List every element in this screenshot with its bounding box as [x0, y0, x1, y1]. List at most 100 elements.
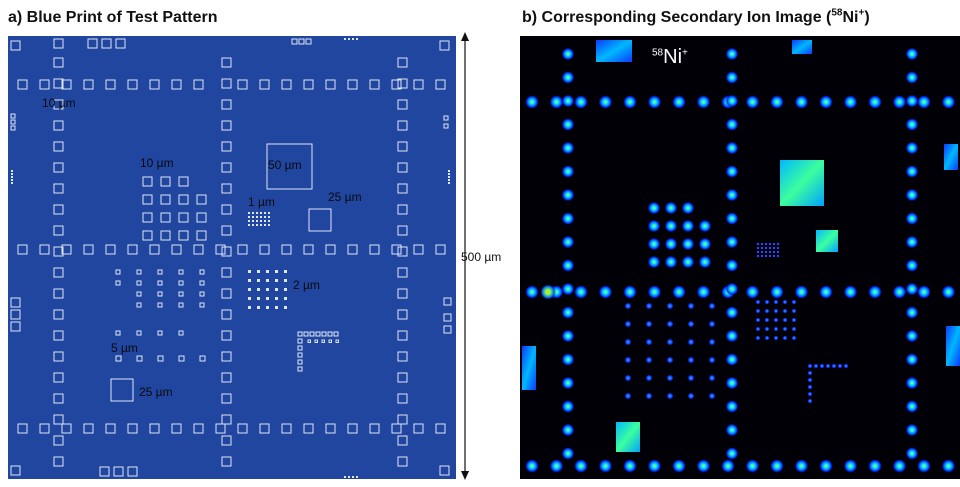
marker-column-square: [397, 225, 408, 236]
marker-column-square: [53, 183, 64, 194]
ion-fine-spot: [666, 374, 674, 382]
marker-row-square: [281, 423, 292, 434]
ion-edge-patch: [944, 144, 958, 170]
ion-fine-spot: [687, 392, 695, 400]
dot-1um: [268, 220, 270, 222]
ion-column-spot: [561, 71, 575, 84]
marker-column-square: [53, 456, 64, 467]
top-tiny-square: [298, 38, 305, 45]
marker-column-square: [221, 456, 232, 467]
marker-row-square: [391, 423, 402, 434]
marker-row-square: [39, 244, 50, 255]
ion-column-spot: [905, 400, 919, 413]
ion-fine-spot: [645, 302, 653, 310]
ion-row-spot: [794, 459, 809, 473]
ion-column-spot: [725, 94, 739, 108]
pattern-square: [439, 40, 450, 51]
panel-b-title-element: Ni: [842, 9, 859, 26]
ion-l-spot: [825, 363, 831, 369]
ion-2um-spot: [755, 326, 761, 332]
pattern-dot: [448, 170, 450, 172]
ion-fine-spot: [687, 374, 695, 382]
pattern-dot: [11, 170, 13, 172]
ion-2um-spot: [791, 317, 797, 323]
ion-1um-spot: [772, 246, 776, 250]
marker-row-square: [193, 79, 204, 90]
pattern-dot: [448, 182, 450, 184]
ion-column-spot: [561, 282, 575, 296]
marker-column-square: [397, 456, 408, 467]
ion-column-spot: [561, 353, 575, 366]
ion-row-spot: [843, 459, 858, 473]
ion-column-spot: [561, 423, 575, 437]
array-10um-square: [160, 176, 171, 187]
ion-row-spot: [941, 459, 956, 473]
marker-column-square: [397, 351, 408, 362]
ion-row-spot: [745, 459, 760, 473]
marker-column-square: [397, 78, 408, 89]
marker-column-square: [53, 267, 64, 278]
ion-row-spot: [574, 459, 588, 473]
array-10um-square: [142, 194, 153, 205]
edge-marker: [10, 297, 21, 308]
marker-column-square: [53, 288, 64, 299]
ion-column-spot: [561, 376, 575, 390]
ion-l-spot: [813, 363, 819, 369]
array-5um-square: [157, 291, 163, 297]
marker-row-square: [17, 423, 28, 434]
marker-column-square: [221, 141, 232, 152]
ion-row-spot: [819, 459, 833, 473]
dot-1um: [248, 216, 250, 218]
array-10um-square: [196, 212, 207, 223]
label-25um-right: 25 µm: [328, 190, 362, 204]
ion-row-spot: [794, 285, 809, 299]
marker-column-square: [53, 393, 64, 404]
dot-1um: [260, 220, 262, 222]
ion-top-small-patch: [792, 40, 812, 54]
marker-column-square: [221, 225, 232, 236]
ion-row-spot: [868, 285, 882, 299]
ion-2um-spot: [782, 317, 788, 323]
top-group-square: [115, 38, 126, 49]
pattern-dot: [344, 476, 346, 478]
dot-2um: [284, 297, 287, 300]
ion-array-spot: [698, 219, 712, 233]
ion-column-spot: [725, 306, 739, 319]
ion-row-spot: [647, 285, 662, 299]
dot-2um: [257, 279, 260, 282]
ion-l-spot: [807, 384, 813, 390]
marker-column-square: [53, 141, 64, 152]
marker-row-square: [303, 244, 314, 255]
marker-row-square: [281, 79, 292, 90]
ion-2um-spot: [755, 335, 761, 341]
ion-row-spot: [623, 95, 637, 109]
ion-fine-spot: [708, 302, 716, 310]
marker-column-square: [397, 204, 408, 215]
dot-1um: [256, 212, 258, 214]
dot-2um: [275, 270, 278, 273]
l-feature-square: [297, 366, 303, 372]
top-tiny-square: [291, 38, 298, 45]
array-5um-square: [199, 269, 205, 275]
ion-2um-spot: [791, 335, 797, 341]
ion-column-spot: [561, 259, 575, 272]
ion-1um-spot: [776, 254, 780, 258]
marker-column-square: [53, 78, 64, 89]
ion-1um-spot: [772, 242, 776, 246]
dot-2um: [248, 306, 251, 309]
ion-row-spot: [917, 459, 931, 473]
label-25um-bottom: 25 µm: [139, 385, 173, 399]
dot-2um: [266, 297, 269, 300]
ion-1um-spot: [756, 250, 760, 254]
ion-1um-spot: [764, 254, 768, 258]
ion-l-spot: [837, 363, 843, 369]
ion-array-spot: [664, 255, 678, 269]
ion-column-spot: [561, 329, 575, 343]
marker-row-square: [83, 423, 94, 434]
ion-column-spot: [561, 235, 575, 249]
ion-row-spot: [941, 95, 956, 109]
ion-fine-spot: [624, 392, 632, 400]
l-feature-square: [314, 339, 318, 343]
dot-2um: [266, 288, 269, 291]
marker-column-square: [53, 120, 64, 131]
